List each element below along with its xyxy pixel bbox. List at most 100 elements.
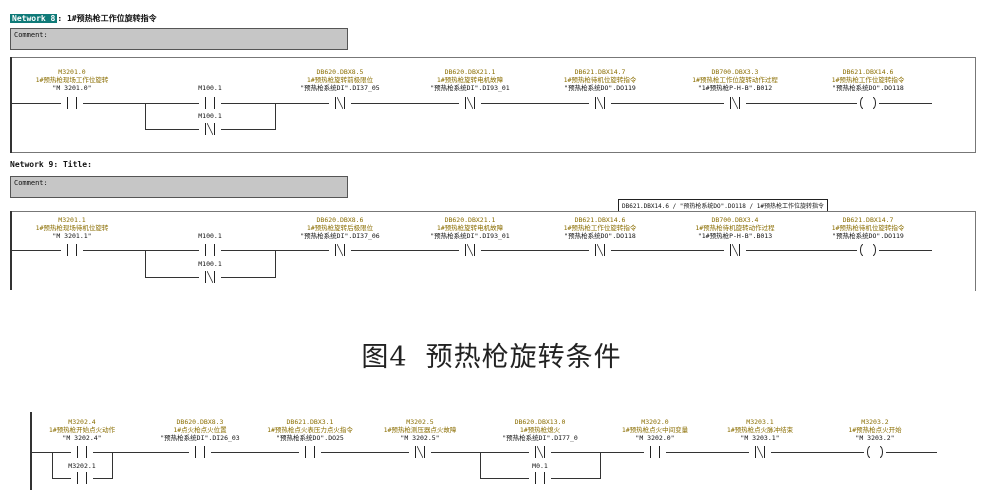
nc-contact-icon[interactable] xyxy=(409,446,431,458)
nc-contact-icon[interactable] xyxy=(529,446,551,458)
network-9-comment-box[interactable]: Comment: xyxy=(10,176,348,198)
address: M3202.0 xyxy=(641,418,669,426)
bottom-contact-1-label: M3202.4 1#预热枪开始点火动作 "M 3202.4" xyxy=(27,418,137,442)
address: DB620.DBX8.3 xyxy=(176,418,224,426)
address: DB621.DBX14.6 xyxy=(842,68,894,76)
symbol: M100.1 xyxy=(198,112,222,120)
bottom-main-wire xyxy=(32,452,937,453)
bottom-branch-2-left xyxy=(480,452,481,479)
address: DB621.DBX14.7 xyxy=(574,68,626,76)
symbol: "M 3201.1" xyxy=(52,232,92,240)
address: DB621.DBX14.7 xyxy=(842,216,894,224)
symbol: "预热枪系统DO".DO118 xyxy=(564,232,636,240)
network-9-contact-4-label: DB620.DBX21.1 1#预热枪旋转电机故障 "预热枪系统DI".DI93… xyxy=(415,216,525,240)
coil-icon[interactable] xyxy=(857,97,879,109)
symbol: "预热枪系统DO".DO119 xyxy=(564,84,636,92)
ladder-network-bottom: M3202.4 1#预热枪开始点火动作 "M 3202.4" M3202.1 D… xyxy=(30,412,945,490)
coil-icon[interactable] xyxy=(857,244,879,256)
no-contact-icon[interactable] xyxy=(189,446,211,458)
symbol: "M 3203.1" xyxy=(740,434,780,442)
nc-contact-icon[interactable] xyxy=(459,244,481,256)
no-contact-icon[interactable] xyxy=(71,472,93,484)
address: DB620.DBX21.1 xyxy=(444,216,496,224)
ladder-editor-panel: Network 8: 1#预热枪工作位旋转指令 Comment: M3201.0… xyxy=(0,0,983,290)
no-contact-icon[interactable] xyxy=(61,244,83,256)
bottom-branch-1-label: M3202.1 xyxy=(27,462,137,470)
address: M3201.1 xyxy=(58,216,86,224)
network-9-title[interactable]: Network 9: Title: xyxy=(10,160,92,169)
network-9-power-rail xyxy=(10,211,12,290)
comment: 1#预热枪工作位旋转指令 xyxy=(563,224,637,232)
nc-contact-icon[interactable] xyxy=(329,97,351,109)
nc-contact-icon[interactable] xyxy=(199,271,221,283)
nc-contact-icon[interactable] xyxy=(459,97,481,109)
figure-title: 预热枪旋转条件 xyxy=(425,342,622,373)
no-contact-icon[interactable] xyxy=(199,97,221,109)
nc-contact-icon[interactable] xyxy=(329,244,351,256)
comment: 1#预热枪旋转电机故障 xyxy=(436,76,504,84)
comment: 1#预热枪点火脉冲结束 xyxy=(726,426,794,434)
comment: 1#预热枪待机位旋转指令 xyxy=(563,76,637,84)
comment: 1#预热枪点火开始 xyxy=(848,426,902,434)
comment: 1#预热枪测压器点火故障 xyxy=(383,426,457,434)
symbol: "预热枪系统DI".DI37_06 xyxy=(300,232,380,240)
symbol: "预热枪系统DI".DI77_0 xyxy=(502,434,578,442)
network-9-comment-label: Comment: xyxy=(14,179,48,187)
comment: 1#预热枪待机旋转动作过程 xyxy=(695,224,775,232)
bottom-contact-2-label: DB620.DBX8.3 1#点火枪点火位置 "预热枪系统DI".DI26_03 xyxy=(145,418,255,442)
network-8-coil-label: DB621.DBX14.6 1#预热枪工作位旋转指令 "预热枪系统DO".DO1… xyxy=(813,68,923,92)
network-9-contact-5-label: DB621.DBX14.6 1#预热枪工作位旋转指令 "预热枪系统DO".DO1… xyxy=(545,216,655,240)
network-9-frame xyxy=(10,211,976,291)
network-8-contact-6-label: DB700.DBX3.3 1#预热枪工作位旋转动作过程 "1#预热枪P-H-B"… xyxy=(680,68,790,92)
bottom-contact-7-label: M3203.1 1#预热枪点火脉冲结束 "M 3203.1" xyxy=(705,418,815,442)
symbol: "预热枪系统DI".DI93_01 xyxy=(430,232,510,240)
network-8-comment-box[interactable]: Comment: xyxy=(10,28,348,50)
comment: 1#预热枪工作位旋转动作过程 xyxy=(692,76,778,84)
figure-number: 图4 xyxy=(361,342,408,373)
network-8-contact-3-label: DB620.DBX8.5 1#预热枪旋转前极限位 "预热枪系统DI".DI37_… xyxy=(285,68,395,92)
bottom-branch-2-label: M0.1 xyxy=(485,462,595,470)
symbol: "M 3201.0" xyxy=(52,84,92,92)
symbol: "1#预热枪P-H-B".B013 xyxy=(697,232,773,240)
network-9-branch-right xyxy=(275,250,276,278)
comment: 1#预热枪旋转电机故障 xyxy=(436,224,504,232)
comment: 1#预热枪点火表压力点火指令 xyxy=(267,426,353,434)
no-contact-icon[interactable] xyxy=(529,472,551,484)
network-8-title[interactable]: Network 8: 1#预热枪工作位旋转指令 xyxy=(10,13,157,24)
symbol: M100.1 xyxy=(198,260,222,268)
network-9-badge: Network 9 xyxy=(10,160,54,169)
nc-contact-icon[interactable] xyxy=(199,123,221,135)
comment: 1#预热枪旋转前极限位 xyxy=(306,76,374,84)
nc-contact-icon[interactable] xyxy=(724,97,746,109)
bottom-branch-1-left xyxy=(52,452,53,479)
symbol: "M 3202.0" xyxy=(635,434,675,442)
bottom-power-rail xyxy=(30,412,32,490)
address: M3202.5 xyxy=(406,418,434,426)
address: DB621.DBX14.6 xyxy=(574,216,626,224)
network-9-contact-3-label: DB620.DBX8.6 1#预热枪旋转后极限位 "预热枪系统DI".DI37_… xyxy=(285,216,395,240)
no-contact-icon[interactable] xyxy=(61,97,83,109)
nc-contact-icon[interactable] xyxy=(724,244,746,256)
network-9-contact-1-label: M3201.1 1#预热枪现场待机位旋转 "M 3201.1" xyxy=(17,216,127,240)
symbol: "预热枪系统DI".DI93_01 xyxy=(430,84,510,92)
nc-contact-icon[interactable] xyxy=(589,244,611,256)
bottom-contact-6-label: M3202.0 1#预热枪点火中间变量 "M 3202.0" xyxy=(600,418,710,442)
coil-icon[interactable] xyxy=(864,446,886,458)
network-8-contact-4-label: DB620.DBX21.1 1#预热枪旋转电机故障 "预热枪系统DI".DI93… xyxy=(415,68,525,92)
nc-contact-icon[interactable] xyxy=(749,446,771,458)
no-contact-icon[interactable] xyxy=(644,446,666,458)
no-contact-icon[interactable] xyxy=(299,446,321,458)
network-8-branch-label: M100.1 xyxy=(155,112,265,120)
bottom-coil-label: M3203.2 1#预热枪点火开始 "M 3203.2" xyxy=(820,418,930,442)
no-contact-icon[interactable] xyxy=(71,446,93,458)
address: DB700.DBX3.4 xyxy=(711,216,759,224)
network-9-branch-left xyxy=(145,250,146,278)
network-8-contact-2-label: M100.1 xyxy=(155,84,265,92)
no-contact-icon[interactable] xyxy=(199,244,221,256)
network-8-frame xyxy=(10,57,976,153)
network-8-title-text: : 1#预热枪工作位旋转指令 xyxy=(57,14,157,23)
comment: 1#点火枪点火位置 xyxy=(173,426,227,434)
symbol: "预热枪系统DO".DO119 xyxy=(832,232,904,240)
network-8-branch-right xyxy=(275,103,276,130)
nc-contact-icon[interactable] xyxy=(589,97,611,109)
